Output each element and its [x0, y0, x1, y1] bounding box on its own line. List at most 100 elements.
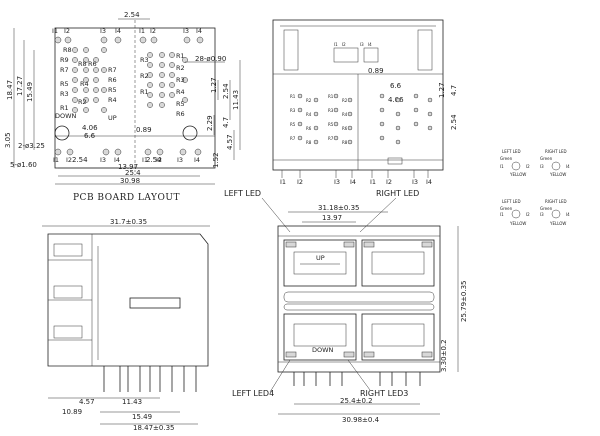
led-yellow: YELLOW — [549, 221, 566, 226]
led-pin: I4 — [566, 212, 570, 217]
led-window — [363, 241, 375, 248]
side-view: 31.7±0.35 10.89 4.57 11.43 15.49 18 — [42, 218, 210, 432]
front-right-led-label: RIGHT LED — [376, 189, 419, 198]
pcb-resistor-labels: R8 R9 R7 R8 R6 R5 R4 R3 R2 R1 R7 R6 R5 R… — [60, 46, 185, 118]
rear-resistor: R7 — [328, 136, 334, 141]
rear-resistor: R1 — [328, 94, 334, 99]
rear-dim-0-89: 0.89 — [368, 67, 384, 75]
dim-1-52: 1.52 — [212, 152, 220, 168]
rear-resistor: R6 — [306, 126, 312, 131]
rear-top-pin: I3 — [360, 42, 364, 47]
led-pin: I3 — [540, 212, 544, 217]
led-pin: I4 — [566, 164, 570, 169]
led-legend-left-top: LEFT LED Green YELLOW I2 I1 — [500, 149, 530, 177]
pin-label: I2 — [64, 27, 70, 35]
rear-pin: I3 — [334, 178, 340, 186]
pin-label: I3 — [100, 27, 106, 35]
dim-2-54-r: 2.54 — [146, 156, 162, 164]
rear-left-pins: R1 R2 R3 R4 R5 R6 R7 R8 R1 R2 R3 R4 R5 R… — [290, 93, 353, 145]
pcb-pads-bottom — [54, 148, 202, 156]
front-view: LEFT LED RIGHT LED 31.18±0.35 13.97 UP D… — [224, 189, 468, 424]
dim-2-54-b: 2.54 — [72, 156, 88, 164]
pcb-board-layout: I1 I2 I3 I4 I1 I2 I3 I4 — [4, 11, 241, 203]
mounting-hole — [182, 125, 198, 141]
rj45-port-top-right — [361, 239, 435, 287]
dim-1-27: 1.27 — [210, 77, 218, 93]
pcb-top-pin-labels: I1 I2 I3 I4 I1 I2 I3 I4 — [52, 27, 202, 35]
front-dim-31-18: 31.18±0.35 — [318, 204, 360, 212]
dim-4-7: 4.7 — [222, 117, 230, 128]
rear-pin: I1 — [370, 178, 376, 186]
side-dim-4-57: 4.57 — [79, 398, 95, 406]
dim-3-05: 3.05 — [4, 132, 12, 148]
pin-label: I4 — [114, 156, 120, 164]
pin-label: I2 — [156, 156, 162, 164]
led-title: LEFT LED — [502, 199, 521, 204]
led-green: Green — [540, 156, 553, 161]
resistor-label: R7 — [60, 66, 69, 74]
pin-label: I1 — [139, 27, 145, 35]
led-legend: LEFT LED Green YELLOW I2 I1 RIGHT LED Gr… — [500, 149, 570, 226]
led-window — [363, 351, 375, 358]
rear-pin: I4 — [426, 178, 432, 186]
led-window — [421, 351, 433, 358]
front-pins — [293, 372, 421, 386]
resistor-label: R6 — [88, 60, 97, 68]
front-dim-25-79: 25.79±0.35 — [460, 281, 468, 323]
led-window — [285, 241, 297, 248]
pin-label: I3 — [100, 156, 106, 164]
rear-pin: I2 — [297, 178, 303, 186]
resistor-label: R3 — [60, 90, 69, 98]
rear-resistor: R5 — [328, 122, 334, 127]
resistor-label: R4 — [108, 96, 117, 104]
resistor-label: R3 — [176, 76, 185, 84]
side-dim-width: 31.7±0.35 — [110, 218, 147, 226]
resistor-label: R4 — [80, 80, 89, 88]
rear-resistor: R4 — [342, 112, 348, 117]
resistor-label: R7 — [108, 66, 117, 74]
led-pin: I3 — [540, 164, 544, 169]
front-right-led3-label: RIGHT LED3 — [360, 389, 408, 398]
pcb-pads-top — [54, 36, 204, 44]
front-dim-13-97: 13.97 — [322, 214, 342, 222]
pin-label: I1 — [142, 156, 148, 164]
rear-dim-2-54: 2.54 — [450, 114, 458, 130]
led-yellow: YELLOW — [509, 172, 526, 177]
led-yellow: YELLOW — [549, 172, 566, 177]
rear-top-pin: I2 — [342, 42, 346, 47]
resistor-label: R5 — [176, 100, 185, 108]
led-yellow: YELLOW — [509, 221, 526, 226]
resistor-label: R2 — [176, 64, 185, 72]
dim-4-06: 4.06 — [82, 124, 98, 132]
rear-resistor: R2 — [306, 98, 312, 103]
dim-15-49: 15.49 — [26, 82, 34, 102]
dim-2-54: 2.54 — [222, 83, 230, 99]
led-window — [421, 241, 433, 248]
resistor-label: R6 — [108, 76, 117, 84]
pin-label: I3 — [177, 156, 183, 164]
rear-resistor: R1 — [290, 94, 296, 99]
led-legend-right-top: RIGHT LED Green YELLOW I4 I3 — [540, 149, 570, 177]
dim-5-dia-1-60: 5-ø1.60 — [10, 161, 37, 169]
front-dim-3-30: 3.30±0.2 — [440, 339, 448, 372]
resistor-label: R1 — [60, 104, 69, 112]
resistor-label: R2 — [140, 72, 149, 80]
rear-pin: I3 — [412, 178, 418, 186]
dim-18-47: 18.47 — [6, 80, 14, 100]
led-title: RIGHT LED — [545, 149, 567, 154]
rear-resistor: R5 — [290, 122, 296, 127]
rear-pin: I2 — [386, 178, 392, 186]
rear-resistor: R4 — [306, 112, 312, 117]
pcb-pin-grid-right — [147, 52, 188, 108]
dim-2-54-top: 2.54 — [124, 11, 140, 19]
resistor-label: R1 — [140, 88, 149, 96]
rear-resistor: R8 — [342, 140, 348, 145]
rear-dim-4-7: 4.7 — [450, 85, 458, 96]
rj45-port-top-left — [283, 239, 357, 287]
resistor-label: R4 — [176, 88, 185, 96]
led-pin: I1 — [500, 164, 504, 169]
front-left-led-label: LEFT LED — [224, 189, 261, 198]
rear-top-pin: I4 — [368, 42, 372, 47]
pcb-title: PCB BOARD LAYOUT — [73, 193, 180, 203]
rj45-port-bottom-right — [361, 313, 435, 361]
